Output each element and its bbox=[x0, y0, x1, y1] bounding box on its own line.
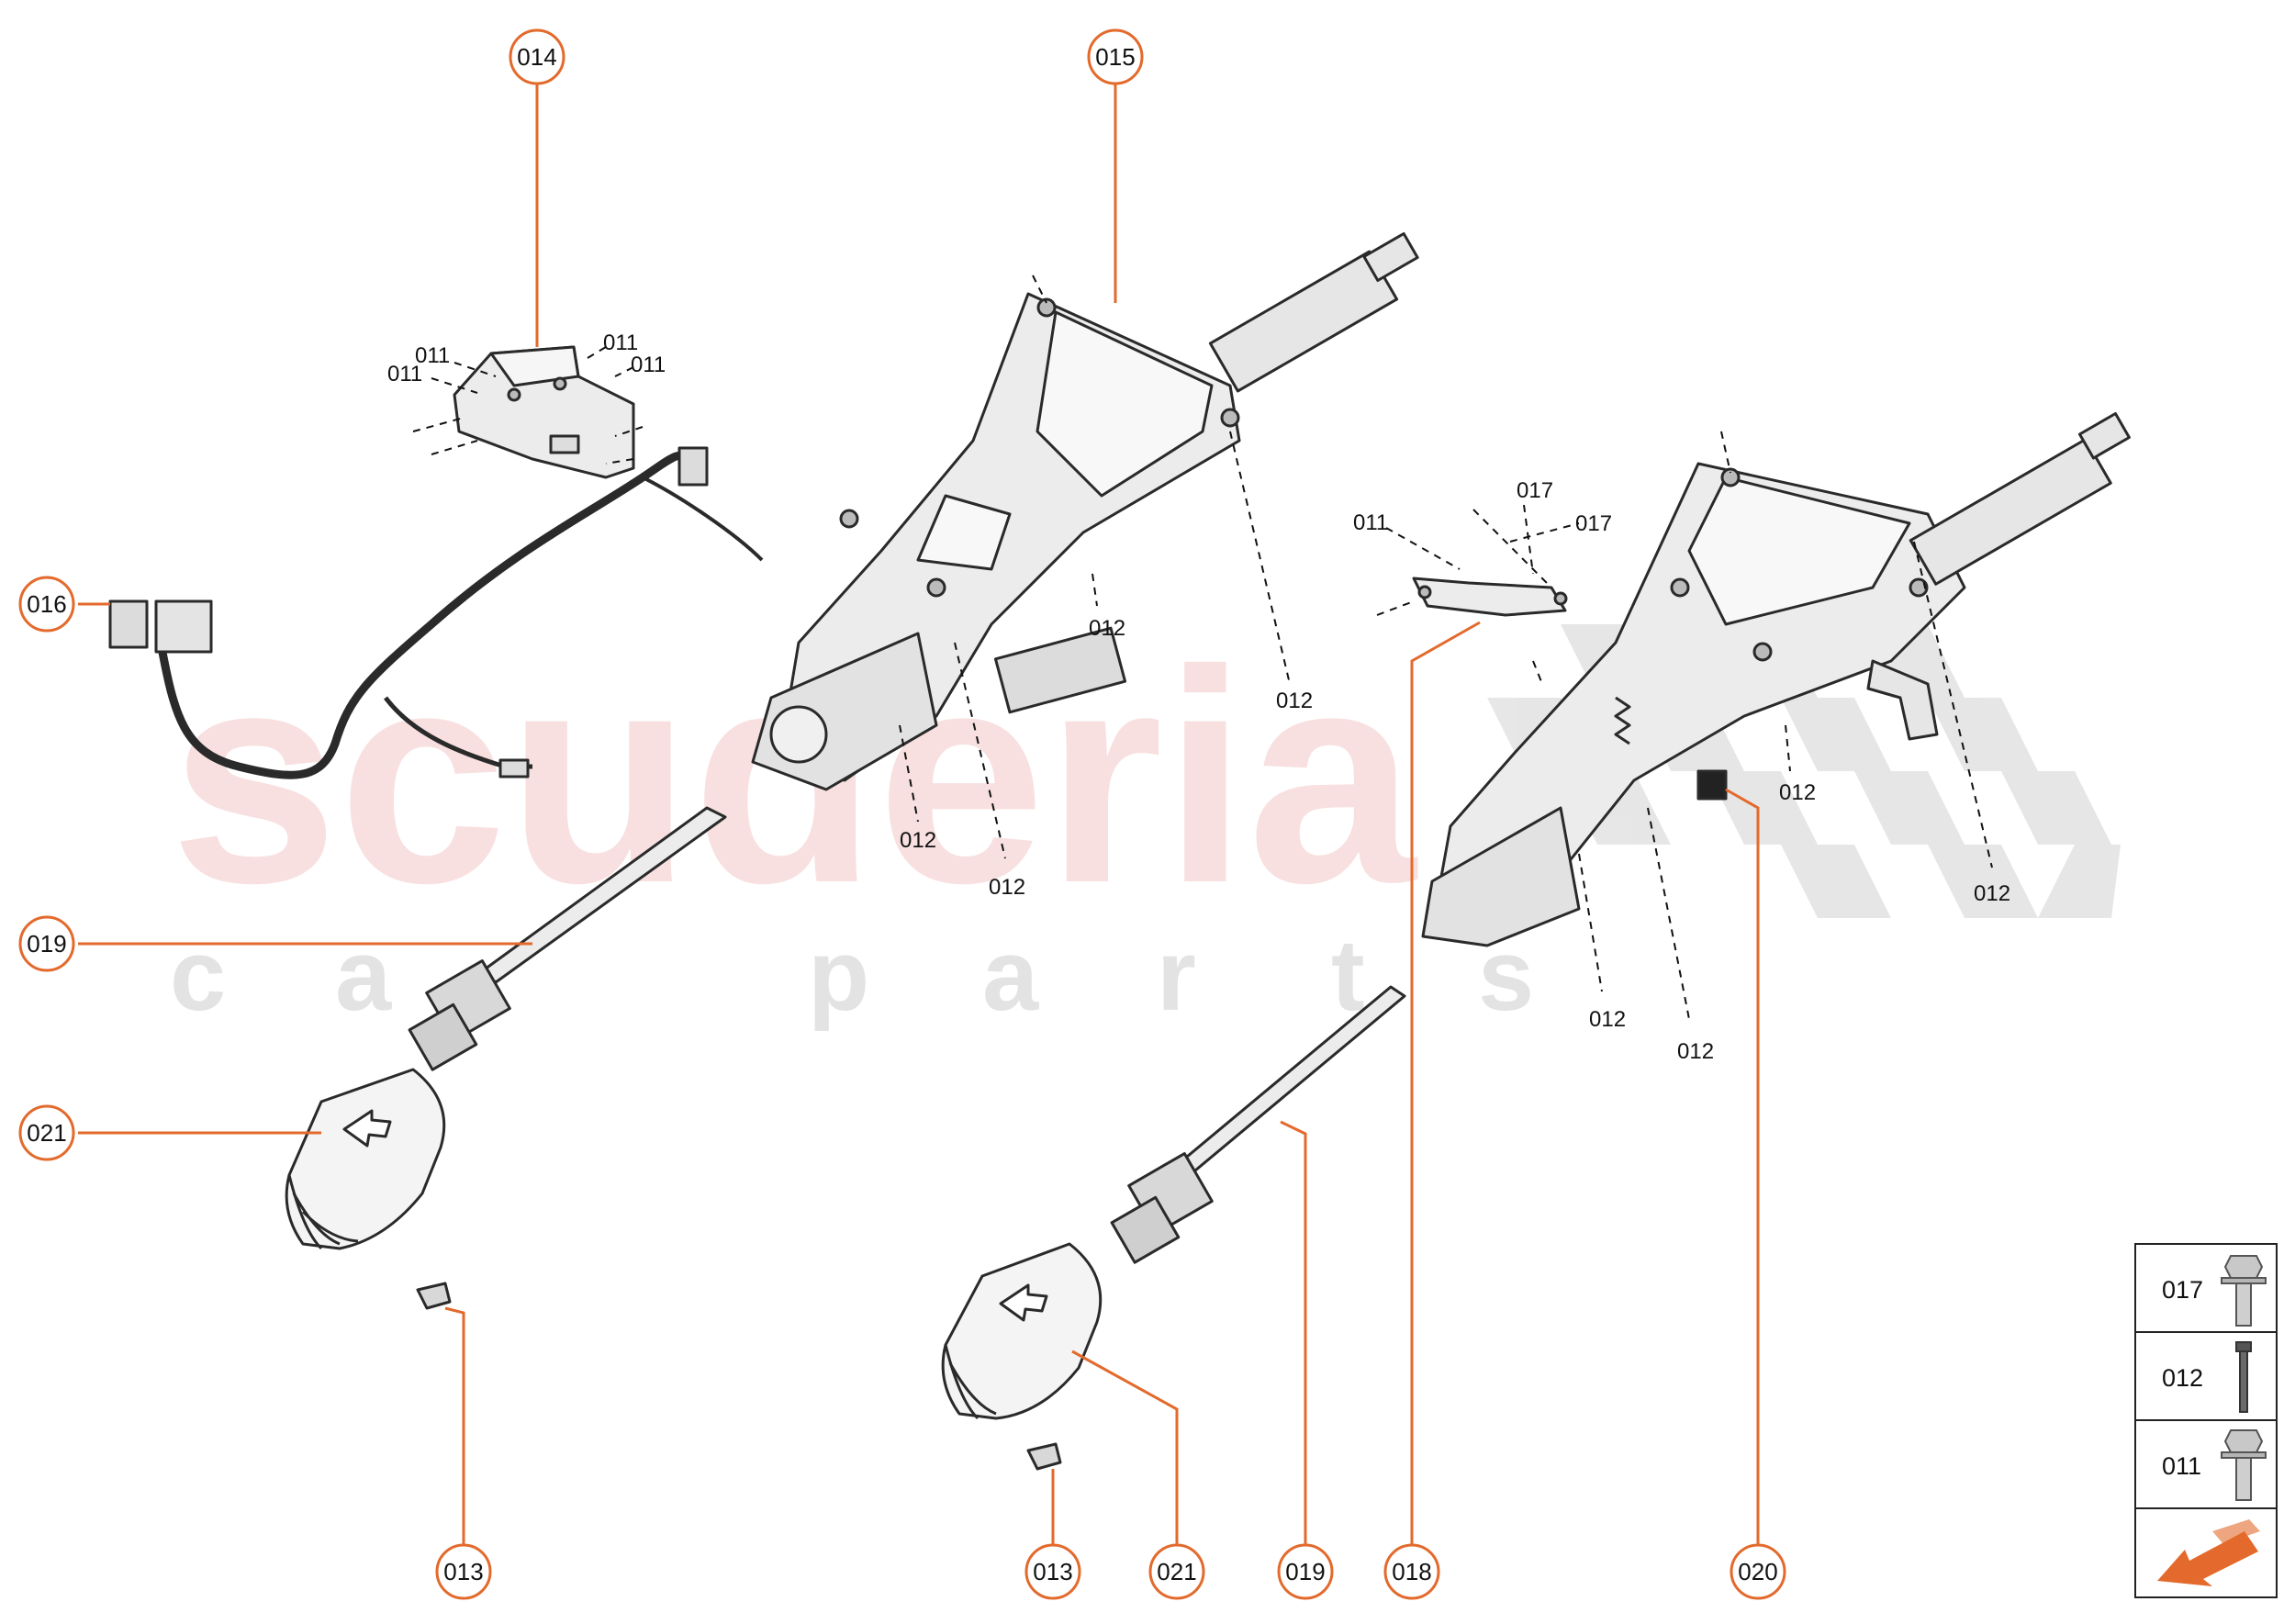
legend-row-012[interactable]: 012 bbox=[2162, 1341, 2252, 1413]
ref-label-017: 017 bbox=[1575, 511, 1612, 536]
ref-label-012: 012 bbox=[1276, 689, 1313, 713]
intermediate-shaft-019-left bbox=[408, 806, 727, 1071]
flange-bolt-icon bbox=[2221, 1255, 2267, 1327]
legend-code: 011 bbox=[2162, 1452, 2201, 1480]
ref-label-012: 012 bbox=[1677, 1039, 1714, 1064]
callout-label: 015 bbox=[1095, 43, 1135, 71]
callout-label: 016 bbox=[27, 590, 66, 618]
boot-021-right bbox=[941, 1242, 1103, 1420]
long-bolt-icon bbox=[2235, 1341, 2252, 1413]
watermark-letter: c bbox=[170, 919, 226, 1032]
reference-lines bbox=[412, 274, 1993, 1020]
callout-021-right[interactable]: 021 bbox=[1148, 1543, 1205, 1600]
navigate-arrow-icon[interactable] bbox=[2157, 1519, 2260, 1586]
parts bbox=[108, 232, 2131, 1471]
callouts: 014 015 016 019 021 013 013 021 bbox=[18, 28, 1786, 1600]
callout-019-right[interactable]: 019 bbox=[1277, 1543, 1334, 1600]
ref-label-011: 011 bbox=[415, 343, 450, 368]
bracket-018 bbox=[1412, 577, 1568, 617]
clip-013-right bbox=[1026, 1442, 1062, 1471]
callout-019-left[interactable]: 019 bbox=[18, 915, 75, 972]
legend-code: 012 bbox=[2162, 1364, 2203, 1392]
callout-label: 013 bbox=[443, 1558, 483, 1585]
callout-014[interactable]: 014 bbox=[509, 28, 565, 85]
legend-code: 017 bbox=[2162, 1276, 2203, 1304]
watermark-letter: a bbox=[335, 919, 392, 1032]
callout-label: 018 bbox=[1392, 1558, 1431, 1585]
ref-label-012: 012 bbox=[1089, 616, 1125, 641]
callout-label: 014 bbox=[517, 43, 556, 71]
ref-label-012: 012 bbox=[1779, 780, 1816, 805]
wiring-harness-016 bbox=[108, 446, 764, 779]
leader-lines bbox=[78, 83, 1760, 1548]
boot-021-left bbox=[285, 1068, 446, 1250]
legend-row-011[interactable]: 011 bbox=[2162, 1429, 2267, 1501]
callout-016[interactable]: 016 bbox=[18, 576, 75, 633]
ref-label-017: 017 bbox=[1517, 478, 1553, 503]
callout-013-right[interactable]: 013 bbox=[1024, 1543, 1081, 1600]
ref-label-011: 011 bbox=[1353, 510, 1388, 535]
callout-label: 020 bbox=[1738, 1558, 1777, 1585]
ref-label-011: 011 bbox=[631, 353, 666, 377]
callout-020[interactable]: 020 bbox=[1730, 1543, 1786, 1600]
watermark-tagline: c a p a r t s bbox=[170, 919, 1534, 1032]
callout-label: 019 bbox=[27, 930, 66, 958]
clip-013-left bbox=[416, 1282, 452, 1310]
watermark-letter: r bbox=[1157, 919, 1196, 1032]
ref-label-011: 011 bbox=[387, 362, 422, 386]
callout-label: 021 bbox=[27, 1119, 66, 1147]
ref-label-012: 012 bbox=[900, 828, 936, 853]
flange-bolt-icon bbox=[2221, 1429, 2267, 1501]
callout-015[interactable]: 015 bbox=[1087, 28, 1144, 85]
watermark-letter: p bbox=[808, 919, 869, 1032]
callout-013-left[interactable]: 013 bbox=[435, 1543, 492, 1600]
reference-labels: 011 011 011 011 011 017 017 012 012 012 … bbox=[387, 330, 2010, 1064]
callout-021-left[interactable]: 021 bbox=[18, 1104, 75, 1161]
callout-label: 013 bbox=[1033, 1558, 1072, 1585]
ref-label-012: 012 bbox=[1974, 881, 2010, 906]
callout-label: 021 bbox=[1157, 1558, 1196, 1585]
ref-label-012: 012 bbox=[989, 875, 1025, 900]
steering-column-015 bbox=[751, 232, 1419, 791]
ref-label-012: 012 bbox=[1589, 1007, 1626, 1032]
bracket-014 bbox=[453, 345, 635, 479]
callout-label: 019 bbox=[1285, 1558, 1325, 1585]
intermediate-shaft-019-right bbox=[1110, 985, 1406, 1264]
watermark-letter: a bbox=[982, 919, 1039, 1032]
callout-018[interactable]: 018 bbox=[1383, 1543, 1440, 1600]
legend-row-017[interactable]: 017 bbox=[2162, 1255, 2267, 1327]
ref-label-011: 011 bbox=[603, 330, 638, 355]
steering-column-right bbox=[1421, 412, 2131, 947]
fastener-legend: 017 012 011 bbox=[2134, 1243, 2278, 1598]
